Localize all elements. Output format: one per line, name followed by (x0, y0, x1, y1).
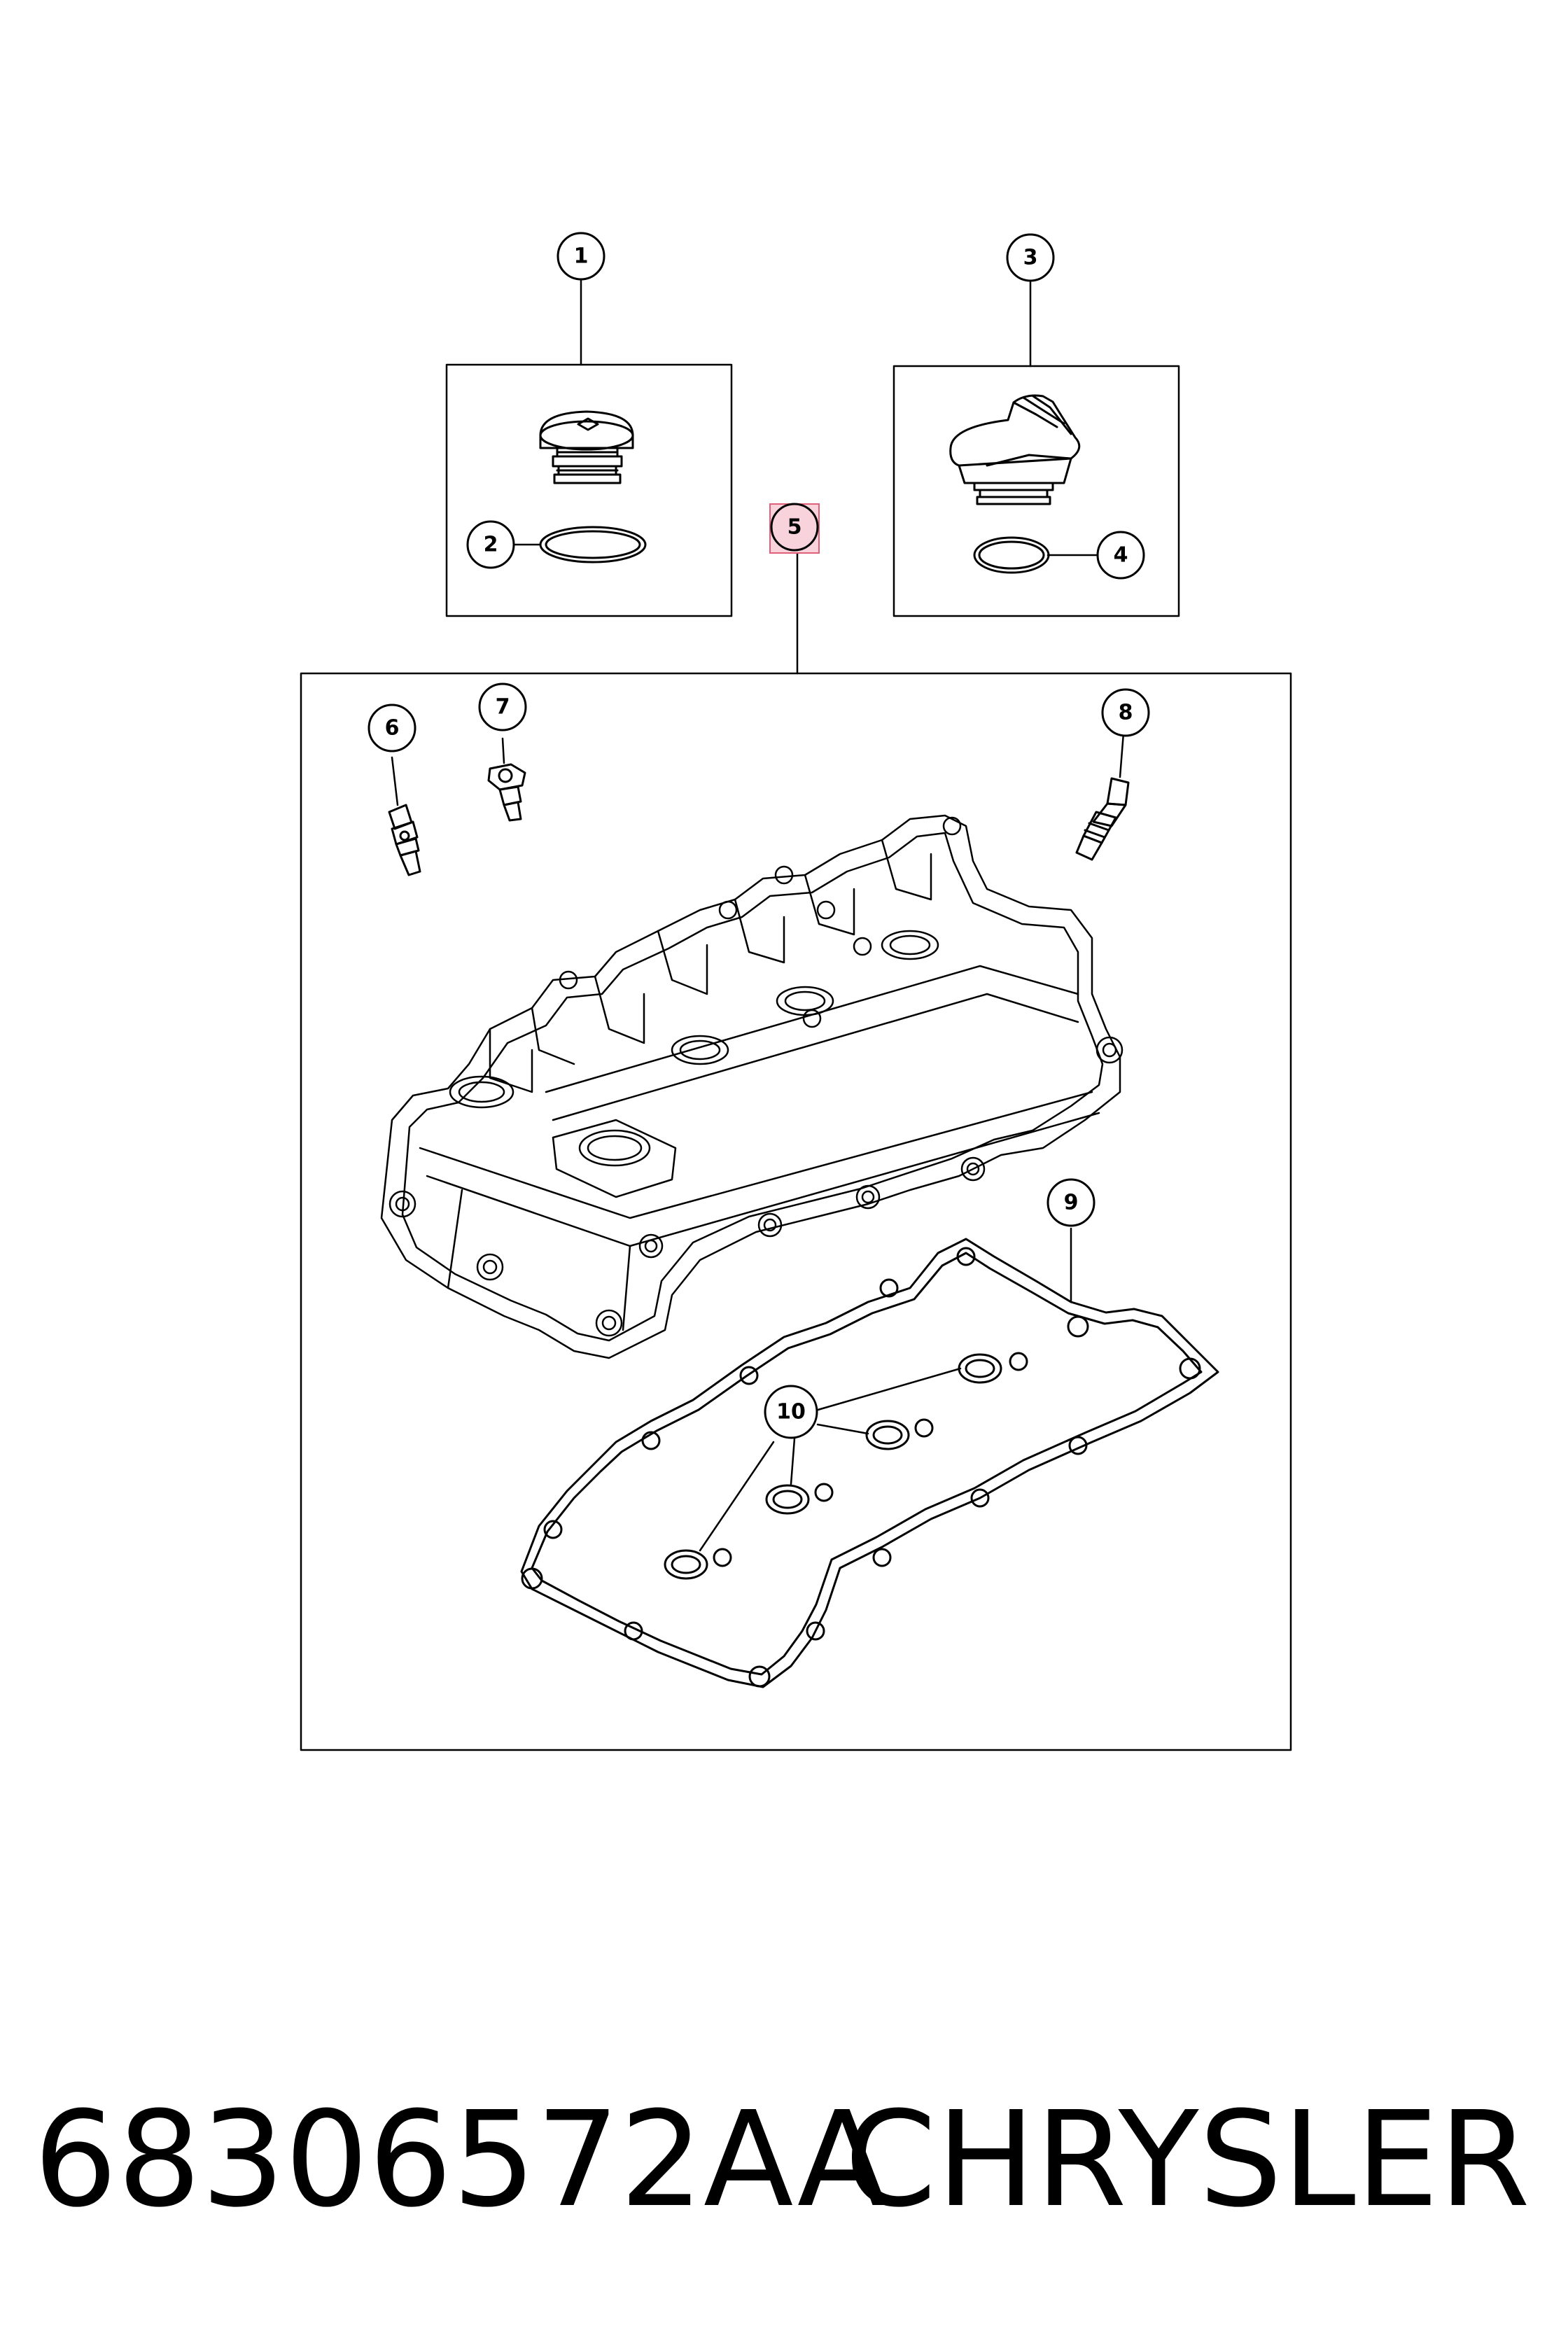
callout-7-circle (478, 682, 527, 732)
main-assembly-box (300, 672, 1292, 1751)
callout-3-circle (1006, 233, 1055, 282)
brand-name: CHRYSLER (844, 2083, 1530, 2236)
valve-cover-gasket (520, 1238, 1219, 1688)
sensor-8 (1075, 777, 1130, 861)
callout-9-circle (1046, 1178, 1096, 1227)
callout-1-circle (556, 232, 606, 281)
callout-8-label: 8 (1119, 701, 1133, 725)
sensor-6 (388, 804, 421, 876)
callout-4-circle (1096, 531, 1145, 580)
bolt-7 (487, 763, 526, 822)
callout-10-label: 10 (776, 1400, 806, 1424)
callout-2-circle (466, 520, 515, 569)
tube-seals (664, 1352, 1028, 1580)
callout-6-circle (368, 704, 416, 752)
callout-4-label: 4 (1114, 543, 1128, 568)
part-number: 68306572AA (34, 2083, 887, 2236)
inset-box-plug (445, 363, 733, 617)
callout-8-circle (1101, 688, 1150, 737)
callout-2-label: 2 (484, 533, 498, 557)
callout-6-label: 6 (385, 716, 400, 741)
inset-box-cap (892, 365, 1180, 617)
callout-3-label: 3 (1023, 246, 1038, 270)
cap-seal (973, 536, 1050, 574)
callout-7-label: 7 (496, 695, 510, 720)
valve-cover (380, 814, 1124, 1359)
callout-9-label: 9 (1064, 1191, 1079, 1215)
oil-filler-cap (949, 394, 1081, 505)
callout-5-circle (770, 503, 819, 552)
oil-filler-plug (539, 410, 634, 484)
callout-5-label: 5 (788, 515, 802, 540)
callout-1-label: 1 (574, 244, 589, 269)
callout-10-circle (764, 1385, 818, 1439)
plug-o-ring (539, 526, 647, 564)
